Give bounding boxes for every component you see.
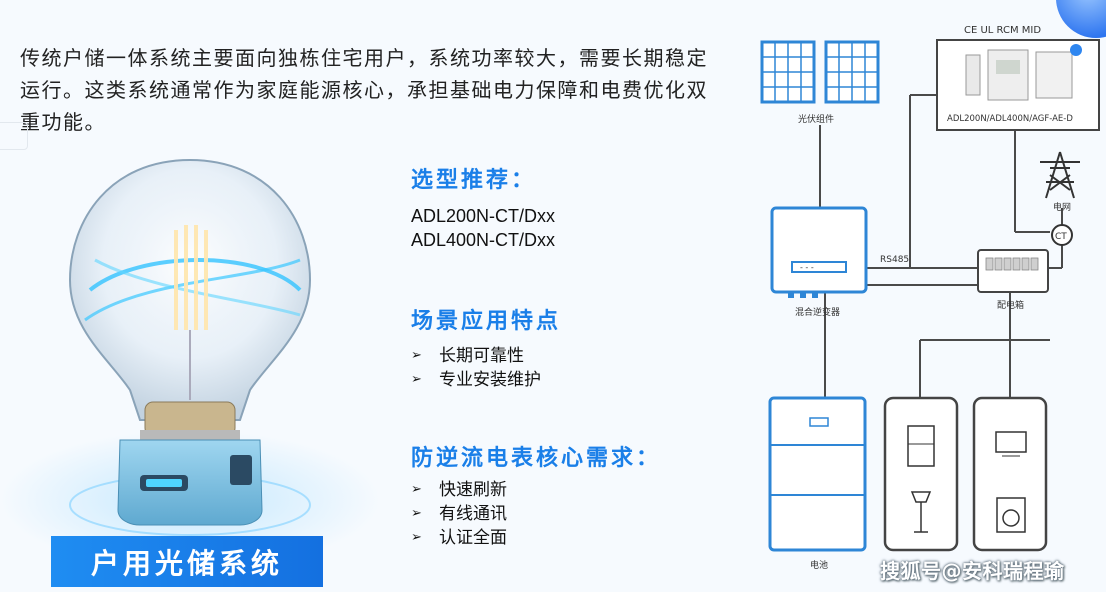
system-banner: 户用光储系统: [51, 536, 323, 587]
inverter-ports: [788, 292, 818, 298]
model-2: ADL400N-CT/Dxx: [411, 230, 556, 250]
arrow-bullet-icon: ➢: [411, 372, 422, 387]
meter-devices-icon: [965, 49, 1073, 101]
battery-label: 电池: [810, 559, 828, 571]
needs-title: 防逆流电表核心需求：: [411, 446, 662, 471]
pv-panel-icon: [760, 40, 880, 104]
light-bulb-illustration: [0, 158, 380, 570]
inverter-icon: [770, 206, 868, 294]
system-diagram: 光伏组件 CE UL RCM MID ADL200N/ADL400N/AGF-A…: [760, 25, 1100, 571]
battery-icon: [768, 396, 867, 552]
features-title: 场景应用特点: [411, 309, 562, 334]
list-item: ➢有线通讯: [411, 504, 507, 524]
faint-watermark-box: [0, 122, 28, 150]
watermark: 搜狐号@安科瑞程瑜: [880, 559, 1065, 583]
load-box-2: [972, 396, 1048, 552]
panel-label: 配电箱: [997, 299, 1024, 311]
ct-icon: [1051, 224, 1073, 246]
tv-icon: [995, 431, 1027, 457]
arrow-bullet-icon: ➢: [411, 530, 422, 545]
fridge-icon: [907, 425, 935, 467]
list-item: ➢快速刷新: [411, 480, 507, 500]
status-dot: [1070, 44, 1082, 56]
list-item: ➢专业安装维护: [411, 370, 541, 390]
distribution-panel-icon: [977, 249, 1049, 293]
washing-machine-icon: [996, 497, 1026, 533]
list-item: ➢认证全面: [411, 528, 507, 548]
inverter-label: 混合逆变器: [795, 306, 840, 318]
inverter-display: [791, 261, 847, 273]
arrow-bullet-icon: ➢: [411, 348, 422, 363]
certifications: CE UL RCM MID: [964, 25, 1041, 36]
intro-paragraph: 传统户储一体系统主要面向独栋住宅用户，系统功率较大，需要长期稳定运行。这类系统通…: [20, 46, 708, 134]
rs485-label: RS485: [880, 255, 909, 265]
model-1: ADL200N-CT/Dxx: [411, 206, 556, 226]
meter-models: ADL200N/ADL400N/AGF-AE-D: [947, 114, 1073, 124]
pv-label: 光伏组件: [798, 113, 834, 125]
arrow-bullet-icon: ➢: [411, 506, 422, 521]
connection-lines: [819, 94, 1063, 398]
arrow-bullet-icon: ➢: [411, 482, 422, 497]
svg-text:- - -: - - -: [800, 263, 814, 272]
ct-label: CT: [1055, 232, 1067, 242]
needs-list: ➢快速刷新 ➢有线通讯 ➢认证全面: [411, 478, 507, 550]
lamp-icon: [910, 491, 932, 533]
load-box-1: [883, 396, 959, 552]
grid-label: 电网: [1053, 201, 1071, 213]
power-tower-icon: [1040, 151, 1080, 199]
recommend-title: 选型推荐：: [411, 168, 537, 193]
features-list: ➢长期可靠性 ➢专业安装维护: [411, 344, 541, 392]
list-item: ➢长期可靠性: [411, 346, 524, 366]
